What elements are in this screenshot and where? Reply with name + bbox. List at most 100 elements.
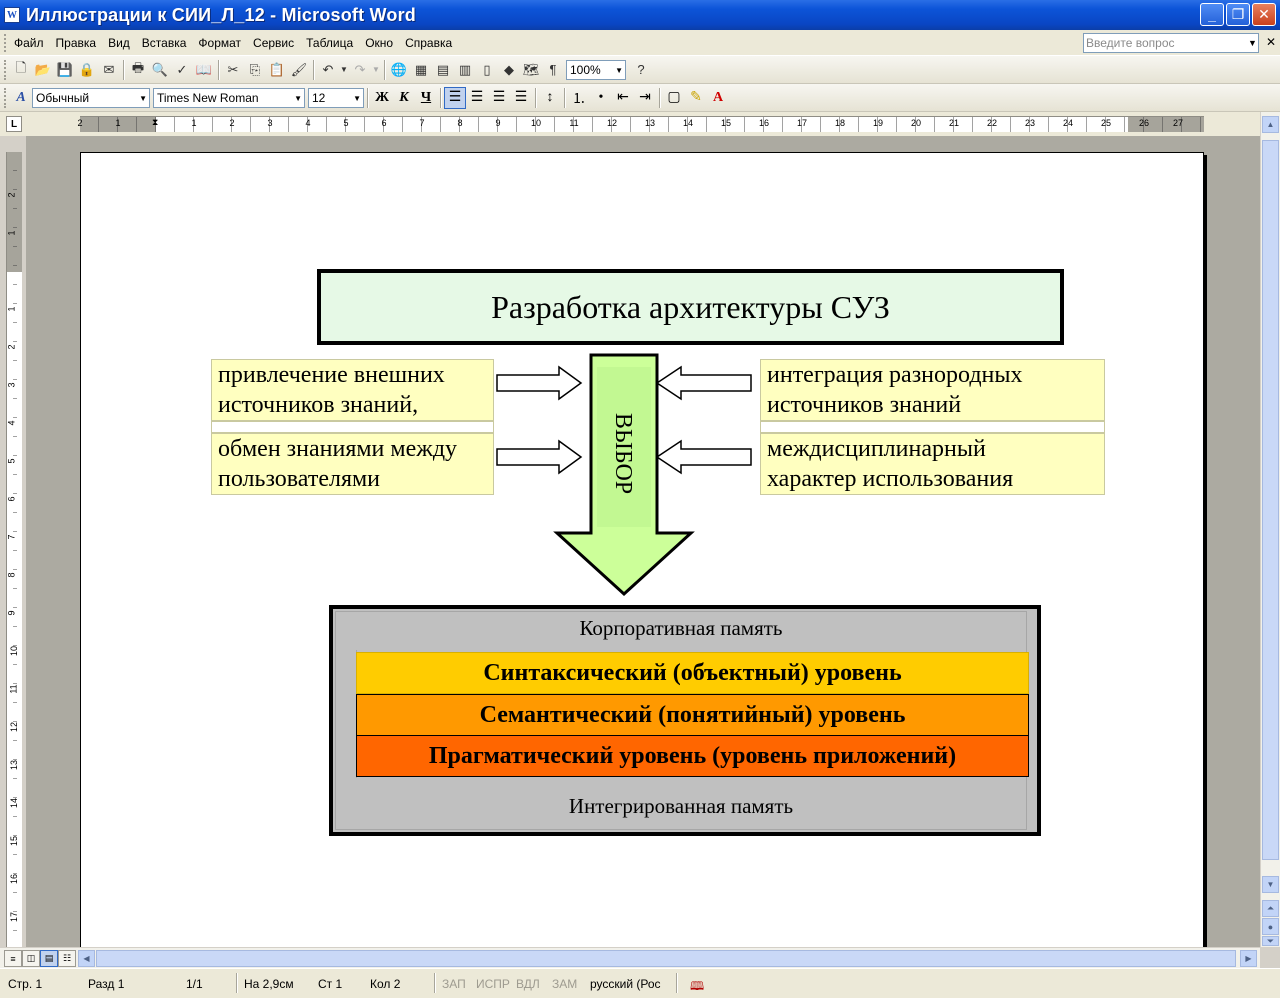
redo-dropdown-icon[interactable]: ▼ xyxy=(372,65,380,74)
ruler-number: 18 xyxy=(834,118,846,128)
copy-icon[interactable]: ⎘ xyxy=(249,61,261,77)
browse-object-icon[interactable]: ● xyxy=(1262,918,1279,935)
ruler-number: 25 xyxy=(1100,118,1112,128)
toolbar-grip[interactable] xyxy=(4,87,7,108)
maximize-button[interactable]: ❐ xyxy=(1226,3,1250,26)
indent-marker-icon[interactable]: ⧗ xyxy=(152,117,159,127)
document-page[interactable]: Разработка архитектуры СУЗ привлечение в… xyxy=(80,152,1204,948)
menu-edit[interactable]: Правка xyxy=(55,35,97,50)
undo-icon[interactable]: ↶ xyxy=(322,61,334,77)
outline-view-icon[interactable]: ☷ xyxy=(58,950,76,967)
hscroll-thumb[interactable] xyxy=(96,950,1236,967)
close-button[interactable]: ✕ xyxy=(1252,3,1276,26)
spelling-status-icon[interactable]: 🕮 xyxy=(690,979,705,993)
increase-indent-icon[interactable]: ⇥ xyxy=(639,90,651,105)
zoom-dropdown-icon[interactable]: ▼ xyxy=(615,65,623,75)
borders-icon[interactable]: ▢ xyxy=(667,90,681,105)
menu-view[interactable]: Вид xyxy=(108,35,130,50)
undo-dropdown-icon[interactable]: ▼ xyxy=(340,65,348,74)
underline-button[interactable]: Ч xyxy=(420,89,432,105)
tables-borders-icon[interactable]: ▦ xyxy=(414,61,428,77)
menu-table[interactable]: Таблица xyxy=(306,35,354,50)
prev-page-icon[interactable]: ⏶ xyxy=(1262,900,1279,917)
print-layout-icon[interactable]: ▤ xyxy=(40,950,58,967)
menu-grip[interactable] xyxy=(4,33,8,52)
save-icon[interactable]: 💾 xyxy=(56,61,74,77)
menu-file[interactable]: Файл xyxy=(14,35,44,50)
align-center-icon[interactable]: ☰ xyxy=(470,90,484,105)
zoom-combo[interactable]: 100% ▼ xyxy=(566,59,626,80)
numbering-icon[interactable]: ⒈ xyxy=(572,91,586,107)
columns-icon[interactable]: ▯ xyxy=(483,61,491,77)
scroll-up-icon[interactable]: ▲ xyxy=(1262,116,1279,133)
status-track-changes[interactable]: ИСПР xyxy=(476,977,510,991)
status-position: На 2,9см xyxy=(244,977,294,991)
format-painter-icon[interactable]: 🖌 xyxy=(290,61,308,77)
scroll-thumb[interactable] xyxy=(1262,140,1279,860)
justify-icon[interactable]: ☰ xyxy=(514,90,528,105)
menu-format[interactable]: Формат xyxy=(198,35,242,50)
vertical-scrollbar[interactable]: ▲ ▼ ⏶ ● ⏷ xyxy=(1260,112,1280,947)
minimize-button[interactable]: _ xyxy=(1200,3,1224,26)
permission-icon[interactable]: 🔒 xyxy=(78,61,96,77)
align-right-icon[interactable]: ☰ xyxy=(492,90,506,105)
email-icon[interactable]: ✉ xyxy=(103,61,115,77)
menu-help[interactable]: Справка xyxy=(405,35,453,50)
scroll-right-icon[interactable]: ▶ xyxy=(1240,950,1257,967)
research-icon[interactable]: 📖 xyxy=(195,61,213,77)
bold-button[interactable]: Ж xyxy=(375,89,389,105)
style-dropdown-icon[interactable]: ▼ xyxy=(139,93,147,103)
styles-pane-icon[interactable]: A xyxy=(16,89,26,105)
show-hide-icon[interactable]: ¶ xyxy=(549,62,557,77)
help-icon[interactable]: ? xyxy=(637,62,645,77)
redo-icon[interactable]: ↷ xyxy=(354,61,366,77)
style-combo[interactable]: Обычный ▼ xyxy=(32,87,150,108)
highlight-icon[interactable]: ✎ xyxy=(690,90,702,105)
status-record[interactable]: ЗАП xyxy=(442,977,466,991)
insert-table-icon[interactable]: ▤ xyxy=(436,61,450,77)
font-size-combo[interactable]: 12 ▼ xyxy=(308,87,364,108)
next-page-icon[interactable]: ⏷ xyxy=(1262,936,1279,946)
vruler-number: 3 xyxy=(6,382,17,388)
new-document-icon[interactable]: 🗋 xyxy=(15,59,27,75)
cut-icon[interactable]: ✂ xyxy=(227,61,239,77)
print-preview-icon[interactable]: 🔍 xyxy=(151,61,169,77)
toolbar-grip[interactable] xyxy=(4,59,7,80)
help-dropdown-icon[interactable]: ▼ xyxy=(1248,38,1257,48)
print-icon[interactable]: 🖶 xyxy=(131,59,145,75)
normal-view-icon[interactable]: ≡ xyxy=(4,950,22,967)
status-extend[interactable]: ВДЛ xyxy=(516,977,540,991)
line-spacing-icon[interactable]: ↕ xyxy=(546,89,554,105)
font-size-dropdown-icon[interactable]: ▼ xyxy=(353,93,361,103)
hyperlink-icon[interactable]: 🌐 xyxy=(390,61,408,77)
right-top-box: интеграция разнородных источников знаний xyxy=(760,359,1105,421)
decrease-indent-icon[interactable]: ⇤ xyxy=(617,90,629,105)
italic-button[interactable]: К xyxy=(399,89,409,105)
vertical-ruler[interactable]: 2 1 1 2 3 4 5 6 7 8 9 10 11 12 13 14 15 … xyxy=(6,152,22,947)
open-folder-icon[interactable]: 📂 xyxy=(34,61,52,77)
menu-insert[interactable]: Вставка xyxy=(141,35,187,50)
horizontal-ruler[interactable]: 2 1 1 2 3 4 5 6 7 8 9 10 11 12 13 14 15 … xyxy=(77,116,1204,132)
status-overtype[interactable]: ЗАМ xyxy=(552,977,578,991)
word-app-icon[interactable]: W xyxy=(4,7,20,23)
font-color-icon[interactable]: A xyxy=(712,89,724,105)
spelling-icon[interactable]: ✓ xyxy=(176,61,188,77)
diagram-title: Разработка архитектуры СУЗ xyxy=(317,269,1064,345)
drawing-icon[interactable]: ◆ xyxy=(504,61,514,77)
web-view-icon[interactable]: ◫ xyxy=(22,950,40,967)
align-left-icon[interactable]: ☰ xyxy=(444,86,466,109)
horizontal-scrollbar[interactable]: ≡ ◫ ▤ ☷ ◀ ▶ xyxy=(0,947,1260,968)
bullets-icon[interactable]: • xyxy=(598,89,604,105)
close-document-button[interactable]: ✕ xyxy=(1266,35,1277,49)
help-search-input[interactable]: Введите вопрос xyxy=(1083,33,1259,53)
font-combo[interactable]: Times New Roman ▼ xyxy=(153,87,305,108)
document-map-icon[interactable]: 🗺 xyxy=(522,61,540,77)
menu-tools[interactable]: Сервис xyxy=(253,35,295,50)
menu-window[interactable]: Окно xyxy=(365,35,394,50)
paste-icon[interactable]: 📋 xyxy=(268,61,286,77)
tab-selector[interactable]: L xyxy=(6,116,22,132)
insert-excel-icon[interactable]: ▥ xyxy=(458,61,472,77)
font-dropdown-icon[interactable]: ▼ xyxy=(294,93,302,103)
scroll-left-icon[interactable]: ◀ xyxy=(78,950,95,967)
scroll-down-icon[interactable]: ▼ xyxy=(1262,876,1279,893)
